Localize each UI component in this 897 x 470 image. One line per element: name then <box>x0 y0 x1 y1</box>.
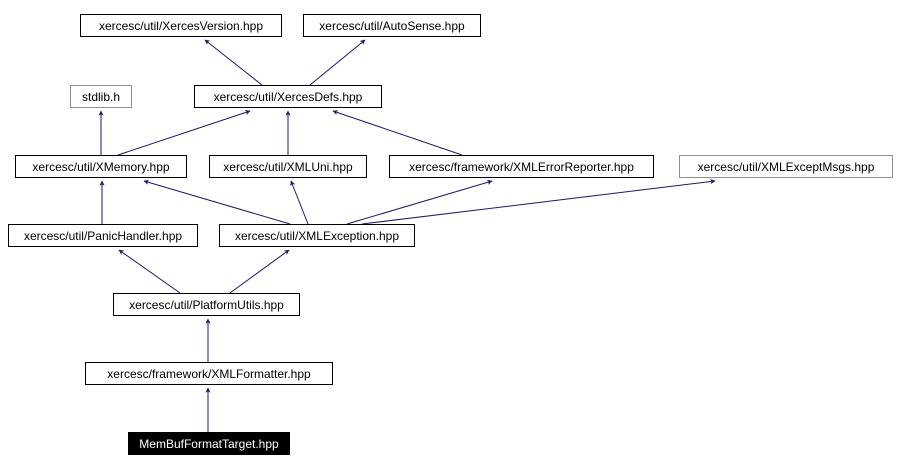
dependency-edge <box>361 178 716 225</box>
dependency-edge <box>346 179 493 225</box>
dependency-edge <box>204 39 263 86</box>
graph-node-xmlerrorreporter[interactable]: xercesc/framework/XMLErrorReporter.hpp <box>389 155 654 178</box>
edges-group <box>98 39 716 432</box>
graph-node-membufformattarget: MemBufFormatTarget.hpp <box>128 432 290 455</box>
dependency-edge <box>290 180 309 225</box>
graph-node-panichandler[interactable]: xercesc/util/PanicHandler.hpp <box>8 224 198 247</box>
graph-node-label: MemBufFormatTarget.hpp <box>139 436 279 451</box>
dependency-edge <box>118 249 181 294</box>
graph-node-stdlib[interactable]: stdlib.h <box>70 85 132 108</box>
graph-node-label: xercesc/util/XercesVersion.hpp <box>98 18 264 33</box>
graph-node-xmemory[interactable]: xercesc/util/XMemory.hpp <box>15 155 187 178</box>
graph-node-label: xercesc/util/XMLUni.hpp <box>223 159 353 174</box>
dependency-edge <box>229 249 290 294</box>
graph-node-label: xercesc/util/XMemory.hpp <box>32 159 170 174</box>
dependency-edge <box>309 39 366 86</box>
graph-node-label: xercesc/util/XercesDefs.hpp <box>213 89 363 104</box>
graph-node-xmlformatter[interactable]: xercesc/framework/XMLFormatter.hpp <box>85 362 333 385</box>
graph-node-label: stdlib.h <box>81 89 121 104</box>
graph-node-xercesdefs[interactable]: xercesc/util/XercesDefs.hpp <box>194 85 382 108</box>
graph-node-label: xercesc/util/AutoSense.hpp <box>319 18 465 33</box>
graph-node-xmlexceptmsgs[interactable]: xercesc/util/XMLExceptMsgs.hpp <box>679 155 893 178</box>
graph-node-label: xercesc/util/PanicHandler.hpp <box>23 228 183 243</box>
dependency-edge <box>332 110 463 156</box>
graph-node-label: xercesc/util/XMLException.hpp <box>234 228 400 243</box>
graph-node-label: xercesc/framework/XMLErrorReporter.hpp <box>409 159 634 174</box>
graph-node-label: xercesc/util/PlatformUtils.hpp <box>129 297 284 312</box>
dependency-edge <box>143 179 291 225</box>
graph-node-xmluni[interactable]: xercesc/util/XMLUni.hpp <box>209 155 367 178</box>
graph-node-xmlexception[interactable]: xercesc/util/XMLException.hpp <box>219 224 415 247</box>
graph-node-xercesversion[interactable]: xercesc/util/XercesVersion.hpp <box>80 14 282 37</box>
graph-node-label: xercesc/util/XMLExceptMsgs.hpp <box>697 159 875 174</box>
graph-node-label: xercesc/framework/XMLFormatter.hpp <box>107 366 311 381</box>
dependency-edge <box>117 110 251 156</box>
graph-node-autosense[interactable]: xercesc/util/AutoSense.hpp <box>303 14 481 37</box>
graph-node-platformutils[interactable]: xercesc/util/PlatformUtils.hpp <box>113 293 300 316</box>
